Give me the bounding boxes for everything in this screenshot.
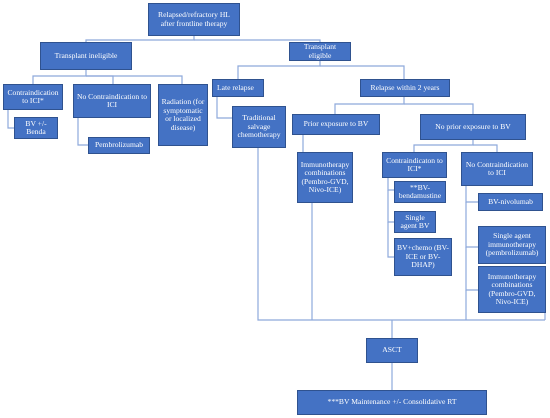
node-root: Relapsed/refractory HL after frontline t… [148,3,240,36]
node-bv-nivolumab: BV-nivolumab [478,193,543,211]
node-no-contraindication-ici-right: No Contraindication to ICI [461,152,533,186]
node-bv-maintenance: ***BV Maintenance +/- Consolidative RT [297,390,487,415]
node-asct: ASCT [366,338,418,363]
edge-noprior-nocontra [473,144,498,152]
node-root-label: Relapsed/refractory HL after frontline t… [158,10,230,28]
node-no-contraindication-ici-right-label: No Contraindication to ICI [465,159,529,177]
edge-nocontra-bvnivo [465,186,478,203]
node-transplant-ineligible: Transplant ineligible [40,42,132,70]
node-single-agent-bv-label: Single agent BV [400,212,430,230]
node-no-contraindication-ici-left-label: No Contraindication to ICI [76,91,148,109]
node-contraindication-ici-left-label: Contraindication to ICI* [7,87,59,105]
node-single-agent-bv: Single agent BV [394,211,436,233]
node-relapse-within-2-years: Relapse within 2 years [360,79,450,97]
node-immunotherapy-combinations-right-label: Immunotherapy combinations (Pembro-GVD, … [487,271,537,306]
edge-eligible-late [237,61,321,79]
node-single-agent-immunotherapy-label: Single agent immunotherapy (pembrolizuma… [485,231,539,258]
node-bv-bendamustine: **BV-bendamustine [394,181,446,203]
node-traditional-salvage-label: Traditional salvage chemotherapy [237,113,281,140]
node-bv-nivolumab-label: BV-nivolumab [488,196,533,206]
node-transplant-eligible: Transplant eligible [289,42,351,61]
edge-within2-prior [334,97,405,114]
node-bv-benda: BV +/- Benda [14,117,58,139]
node-late-relapse: Late relapse [212,79,264,97]
node-pembrolizumab: Pembrolizumab [88,137,150,154]
edge-ineligible-nocontra [86,75,114,84]
edge-ineligible-contra [32,70,87,84]
edge-noprior-contra [413,140,474,152]
edge-contra-bvbenda [7,110,14,129]
node-bv-bendamustine-label: **BV-bendamustine [398,182,442,200]
edge-eligible-within2 [320,65,405,79]
edge-within2-noprior [404,103,474,114]
node-transplant-eligible-label: Transplant eligible [303,42,337,60]
node-bv-benda-label: BV +/- Benda [25,118,47,136]
node-immunotherapy-combinations-left: Immunotherapy combinations (Pembro-GVD, … [297,152,353,203]
node-prior-exposure-bv-label: Prior exposure to BV [303,119,369,129]
edge-nocontra-singleimmuno [465,202,478,248]
node-bv-maintenance-label: ***BV Maintenance +/- Consolidative RT [327,397,457,407]
node-contraindication-ici-left: Contraindication to ICI* [3,84,63,110]
node-immunotherapy-combinations-right: Immunotherapy combinations (Pembro-GVD, … [478,266,546,313]
node-radiation: Radiation (for symptomatic or localized … [158,84,208,146]
node-radiation-label: Radiation (for symptomatic or localized … [161,97,205,132]
edge-contra-bvchemo [387,222,394,258]
node-bv-chemo-label: BV+chemo (BV-ICE or BV-DHAP) [397,243,449,270]
edge-root-ineligible [85,36,195,42]
edge-ineligible-radiation [86,75,183,84]
node-contraindication-ici-right: Contraindicaton to ICI* [382,152,447,178]
node-no-prior-exposure-bv: No prior exposure to BV [420,114,526,140]
edge-root-eligible [194,39,321,42]
node-bv-chemo: BV+chemo (BV-ICE or BV-DHAP) [394,238,452,276]
node-relapse-within-2-years-label: Relapse within 2 years [370,82,440,92]
node-no-contraindication-ici-left: No Contraindication to ICI [73,84,151,118]
node-immunotherapy-combinations-left-label: Immunotherapy combinations (Pembro-GVD, … [300,159,350,194]
node-traditional-salvage: Traditional salvage chemotherapy [232,106,286,148]
edge-late-salvage [216,97,232,119]
node-prior-exposure-bv: Prior exposure to BV [292,114,380,135]
edge-nocontra-pembro [77,118,88,146]
edge-nocontra-immunocombo [465,247,478,291]
node-transplant-ineligible-label: Transplant ineligible [54,50,118,60]
node-pembrolizumab-label: Pembrolizumab [94,140,144,150]
edge-salvage-down [257,148,545,321]
node-no-prior-exposure-bv-label: No prior exposure to BV [435,121,511,131]
node-single-agent-immunotherapy: Single agent immunotherapy (pembrolizuma… [478,226,546,264]
node-asct-label: ASCT [382,345,402,355]
node-late-relapse-label: Late relapse [217,82,254,92]
node-contraindication-ici-right-label: Contraindicaton to ICI* [386,155,443,173]
